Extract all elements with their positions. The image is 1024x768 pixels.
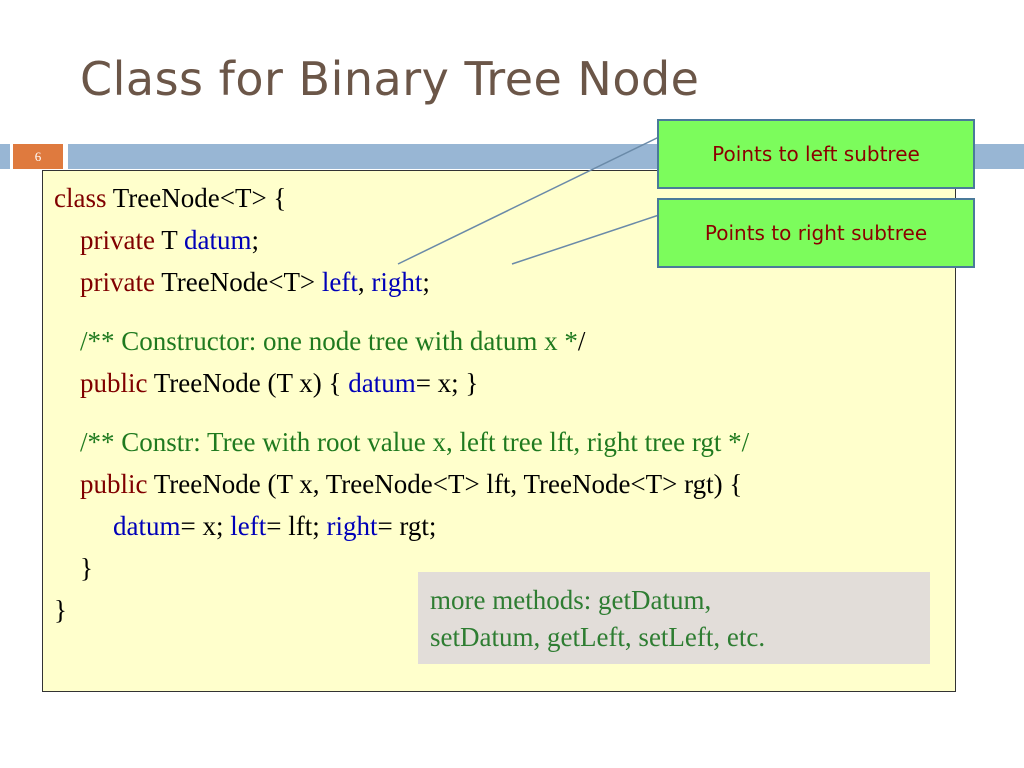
field-right: right [326, 511, 378, 541]
keyword-private: private [80, 267, 155, 297]
field-datum: datum [348, 368, 416, 398]
field-right: right [371, 267, 423, 297]
field-datum: datum [184, 225, 252, 255]
code-line-class-decl: class TreeNode<T> { [54, 183, 286, 214]
assign-x: = x; [180, 511, 231, 541]
comment-constructor: /** Constructor: one node tree with datu… [80, 326, 578, 356]
slide-number: 6 [13, 144, 63, 169]
assign-lft: = lft; [266, 511, 327, 541]
slide-title: Class for Binary Tree Node [80, 52, 700, 106]
keyword-class: class [54, 183, 107, 213]
code-line-close-constructor: } [80, 553, 93, 583]
note-line-2: setDatum, getLeft, setLeft, etc. [430, 622, 766, 652]
callout-left-subtree: Points to left subtree [657, 119, 975, 189]
code-line-datum-field: private T datum; [80, 225, 259, 256]
code-line-assignments: datum= x; left= lft; right= rgt; [113, 511, 436, 542]
keyword-public: public [80, 368, 148, 398]
right-callout-connector [511, 214, 660, 265]
field-datum: datum [113, 511, 181, 541]
constructor-signature: TreeNode (T x, TreeNode<T> lft, TreeNode… [147, 469, 743, 499]
comment-end: / [577, 326, 586, 356]
code-line-close-class: } [54, 595, 67, 625]
code-line-constructor-one: public TreeNode (T x) { datum= x; } [80, 368, 478, 399]
semicolon: ; [251, 225, 260, 255]
field-left: left [321, 267, 358, 297]
keyword-private: private [80, 225, 155, 255]
header-bar-left [0, 144, 10, 169]
code-line-comment-constructor: /** Constructor: one node tree with datu… [80, 326, 585, 357]
class-name: TreeNode<T> { [106, 183, 287, 213]
comment-constr: /** Constr: Tree with root value x, left… [80, 427, 750, 457]
code-line-constructor-three: public TreeNode (T x, TreeNode<T> lft, T… [80, 469, 742, 500]
type-t: T [154, 225, 184, 255]
note-line-1: more methods: getDatum, [430, 585, 712, 615]
code-line-children-fields: private TreeNode<T> left, right; [80, 267, 430, 298]
keyword-public: public [80, 469, 148, 499]
left-callout-connector [397, 136, 660, 265]
callout-right-subtree: Points to right subtree [657, 198, 975, 268]
constructor-signature: TreeNode (T x) { [147, 368, 349, 398]
code-line-comment-constr: /** Constr: Tree with root value x, left… [80, 427, 749, 458]
semicolon: ; [422, 267, 430, 297]
comma: , [357, 267, 372, 297]
field-left: left [230, 511, 267, 541]
constructor-body: = x; } [415, 368, 479, 398]
more-methods-note: more methods: getDatum, setDatum, getLef… [418, 572, 930, 664]
assign-rgt: = rgt; [377, 511, 437, 541]
type-treenode: TreeNode<T> [154, 267, 322, 297]
